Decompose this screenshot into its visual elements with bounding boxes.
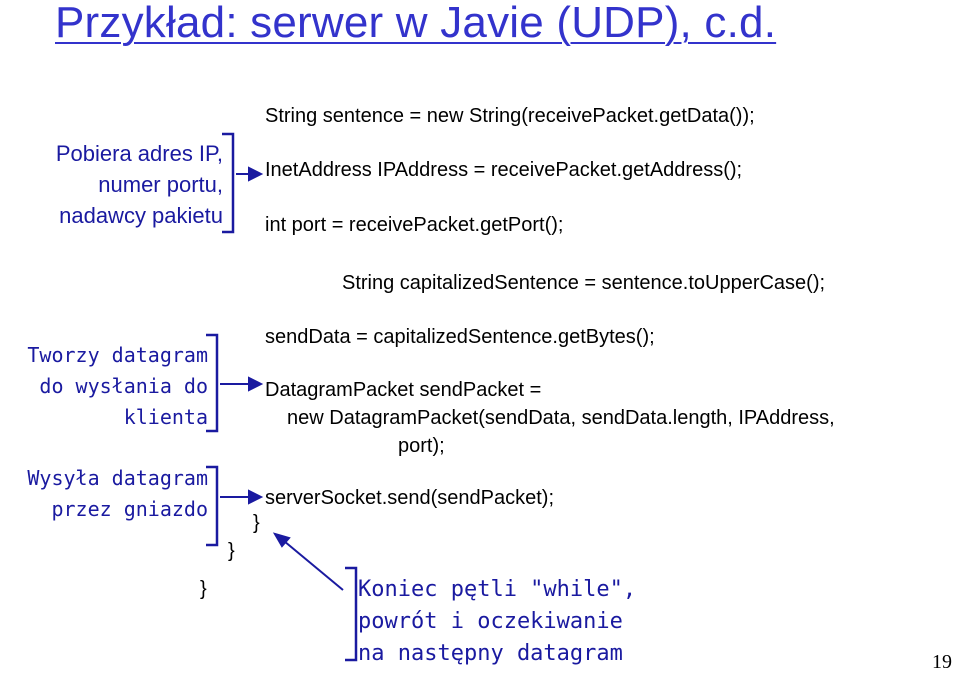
- annotation-line: powrót i oczekiwanie: [358, 609, 623, 634]
- code-line-sendpacket-port: port);: [398, 435, 445, 457]
- annotation-line: do wysłania do: [39, 374, 208, 398]
- annotation-line: na następny datagram: [358, 641, 623, 666]
- annotation-sender-info: Pobiera adres IP, numer portu, nadawcy p…: [56, 138, 223, 231]
- annotation-line: Wysyła datagram: [27, 466, 208, 490]
- annotation-line: nadawcy pakietu: [59, 203, 223, 228]
- page-number: 19: [932, 651, 952, 673]
- bracket-sender-info: [222, 132, 235, 234]
- annotation-loop-end: Koniec pętli "while", powrót i oczekiwan…: [358, 574, 636, 670]
- closing-brace-outer: }: [200, 578, 207, 600]
- arrow-loop-end-head: [272, 532, 291, 548]
- arrow-sender-info-head: [248, 166, 264, 182]
- annotation-line: klienta: [123, 405, 208, 429]
- annotation-line: Tworzy datagram: [27, 343, 208, 367]
- bracket-create-datagram: [206, 333, 219, 433]
- code-line-senddata: sendData = capitalizedSentence.getBytes(…: [265, 326, 655, 348]
- annotation-line: Koniec pętli "while",: [358, 577, 637, 602]
- annotation-send-datagram: Wysyła datagram przez gniazdo: [27, 463, 208, 525]
- annotation-line: przez gniazdo: [51, 497, 208, 521]
- closing-brace-middle: }: [228, 540, 235, 562]
- arrow-loop-end: [283, 540, 344, 591]
- code-line-ipaddress: InetAddress IPAddress = receivePacket.ge…: [265, 159, 743, 181]
- code-line-sendpacket-new: new DatagramPacket(sendData, sendData.le…: [287, 407, 835, 429]
- code-line-port: int port = receivePacket.getPort();: [265, 214, 564, 236]
- code-line-capitalized: String capitalizedSentence = sentence.to…: [342, 272, 826, 294]
- annotation-line: Pobiera adres IP,: [55, 141, 223, 166]
- arrow-create-datagram-head: [248, 376, 264, 392]
- annotation-line: numer portu,: [98, 172, 223, 197]
- bracket-send-datagram: [206, 465, 219, 547]
- annotation-create-datagram: Tworzy datagram do wysłania do klienta: [27, 340, 208, 433]
- code-line-send: serverSocket.send(sendPacket);: [265, 487, 555, 509]
- arrow-send-datagram-head: [248, 489, 264, 505]
- code-line-sendpacket-decl: DatagramPacket sendPacket =: [265, 379, 542, 401]
- bracket-loop-end: [345, 566, 358, 662]
- code-line-sentence: String sentence = new String(receivePack…: [265, 105, 755, 127]
- closing-brace-inner: }: [253, 512, 260, 534]
- slide-title: Przykład: serwer w Javie (UDP), c.d.: [55, 0, 777, 47]
